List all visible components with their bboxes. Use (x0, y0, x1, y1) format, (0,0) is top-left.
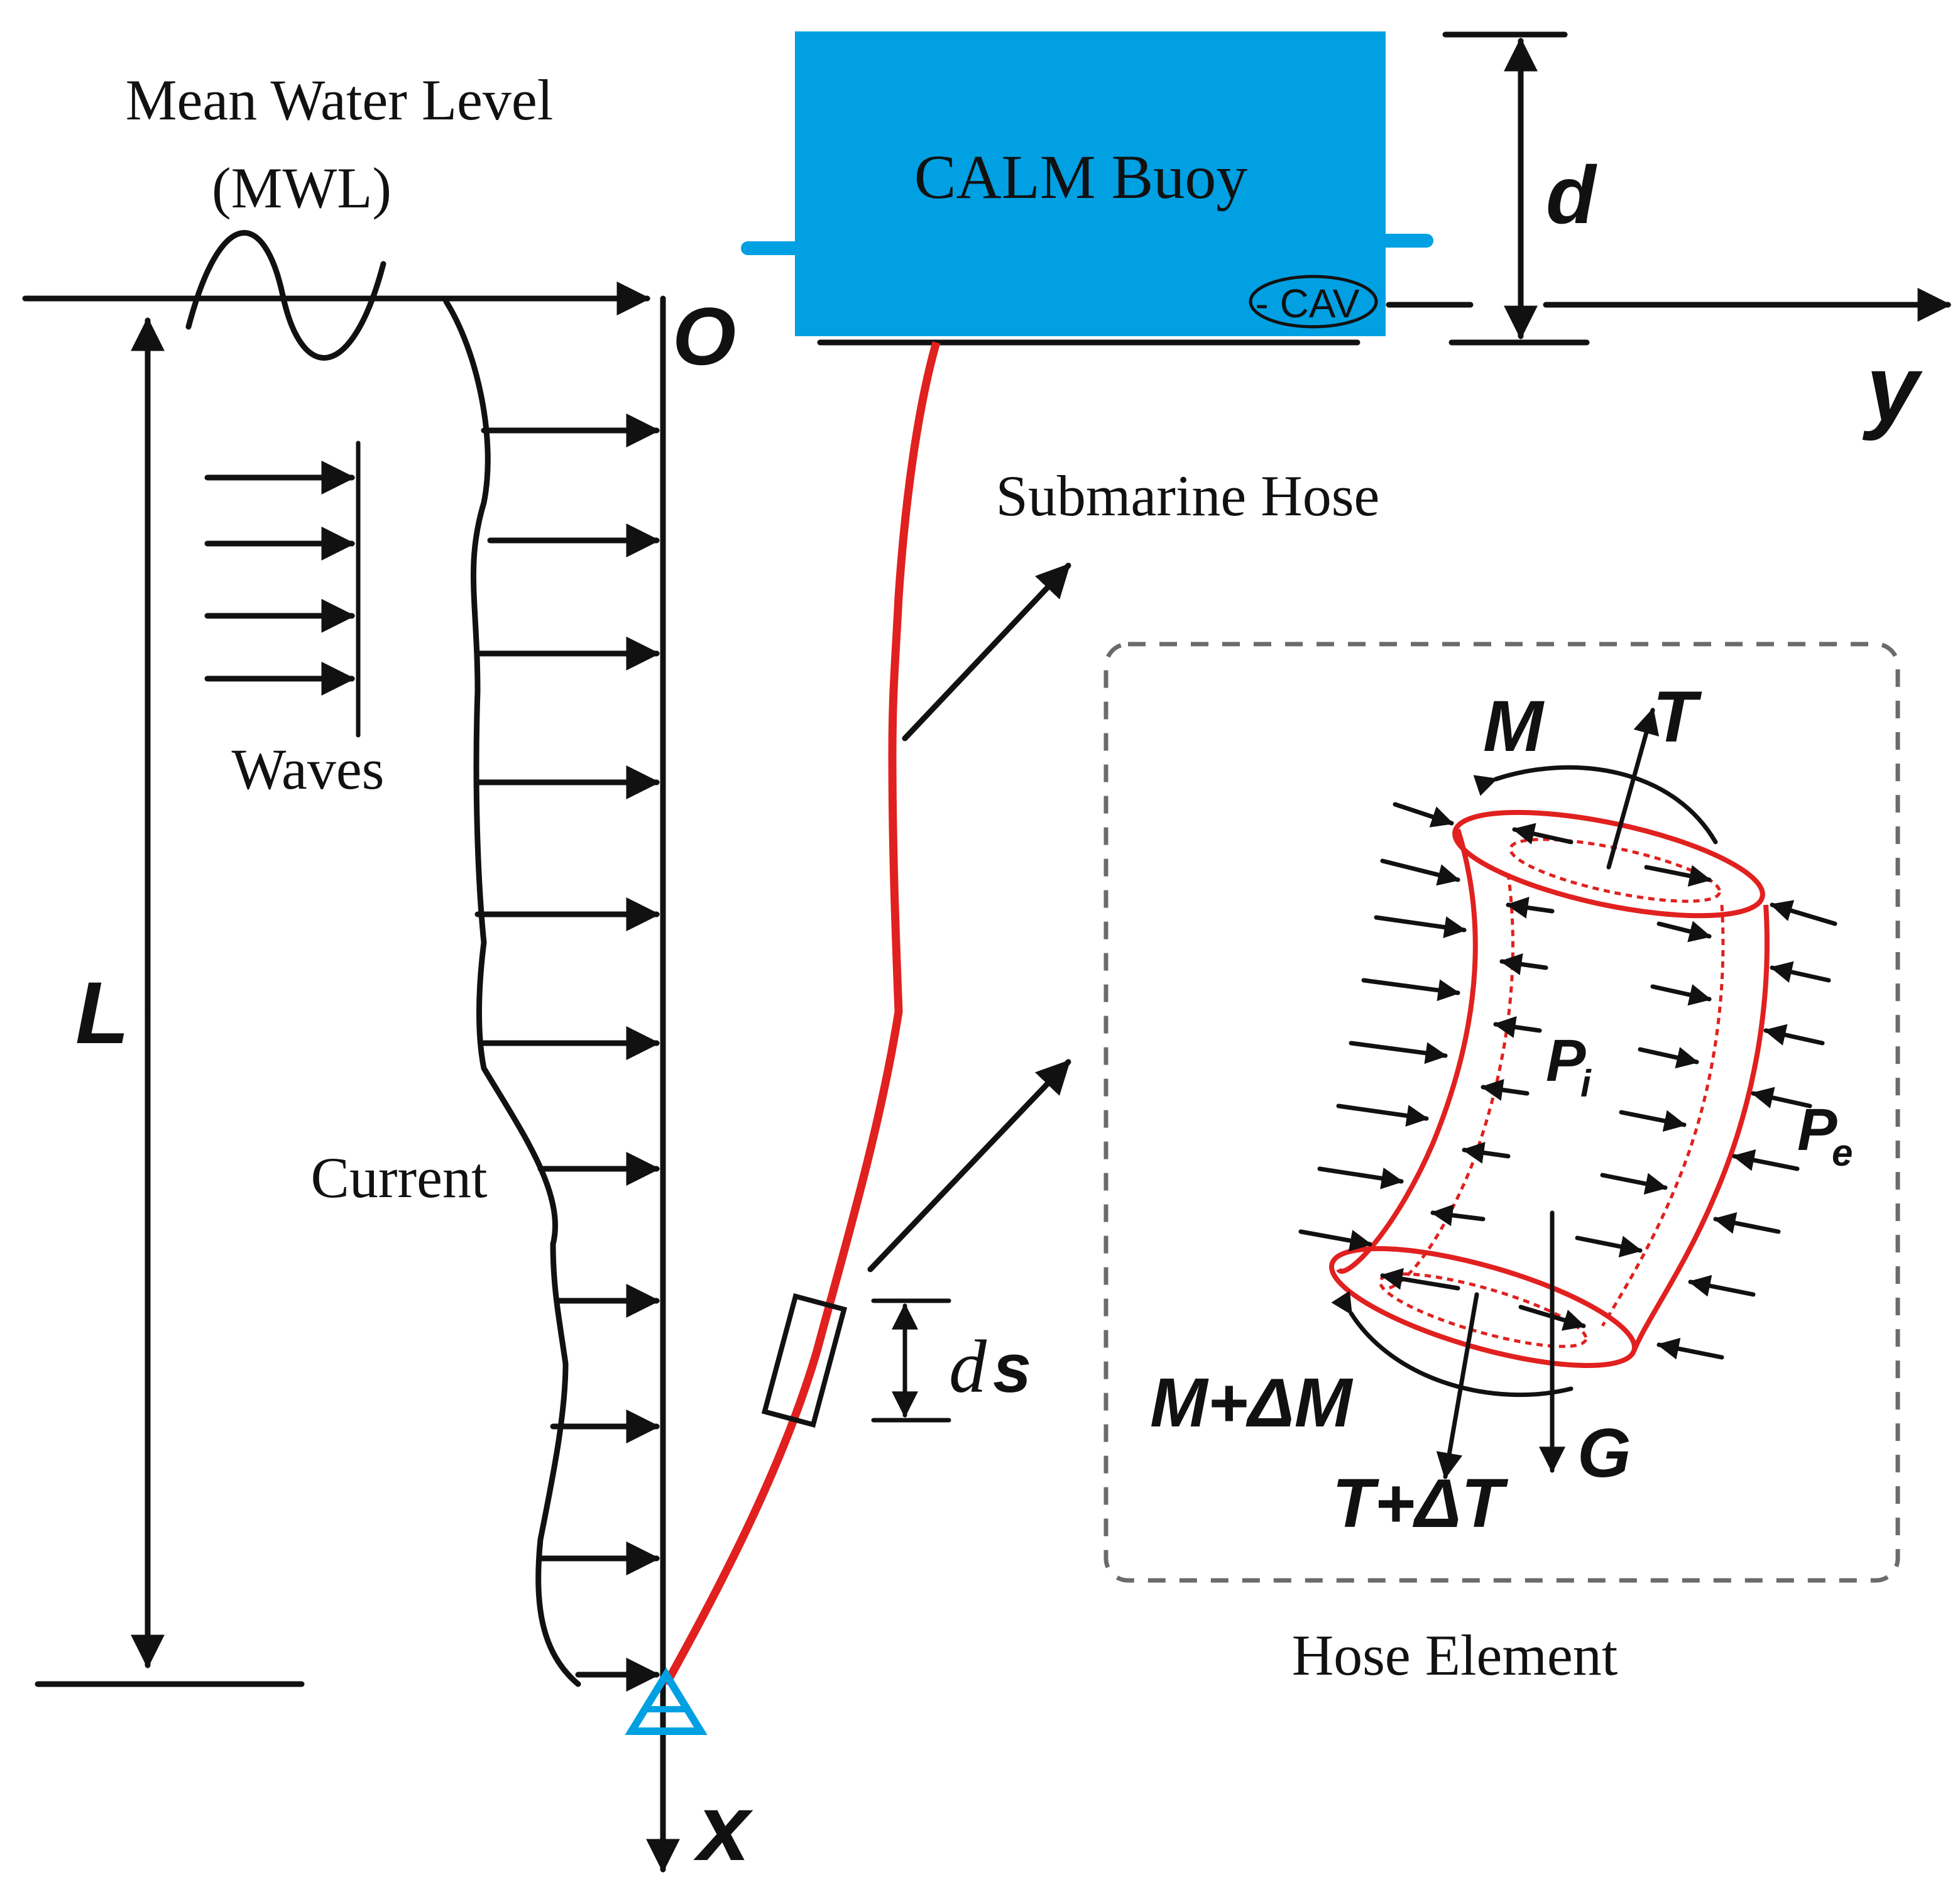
buoy-label: CALM Buoy (914, 142, 1248, 212)
ds-label-s: s (993, 1330, 1031, 1407)
y-axis-label: y (1862, 336, 1923, 441)
calm-buoy-body (795, 31, 1386, 336)
internal-pressure-subscript: i (1580, 1063, 1592, 1105)
tension-top-arrow (1606, 707, 1660, 870)
origin-label: O (672, 290, 736, 382)
top-ring-arrow-left (1512, 823, 1574, 845)
depth-label: L (75, 963, 129, 1062)
external-pressure-arrows-right (1656, 900, 1837, 1360)
tension-label: T (1653, 677, 1702, 757)
x-axis-label: x (693, 1775, 753, 1880)
internal-pressure-label: P (1546, 1027, 1586, 1094)
wave-sine-curve (185, 230, 386, 361)
moment-plus-label: M+ΔM (1150, 1364, 1354, 1442)
external-pressure-label: P (1797, 1097, 1837, 1163)
internal-pressure-arrows (1430, 897, 1712, 1257)
hose-element-marker (761, 1293, 848, 1428)
mwl-label-line1: Mean Water Level (126, 68, 554, 132)
submarine-hose-label: Submarine Hose (996, 464, 1380, 528)
submarine-hose (662, 341, 941, 1687)
tension-plus-label: T+ΔT (1332, 1465, 1508, 1542)
cav-marker-ellipse (1249, 275, 1378, 329)
mwl-label-line2: (MWL) (212, 156, 391, 220)
bottom-ring-arrow-left (1380, 1267, 1460, 1291)
cav-label: CAV (1280, 281, 1360, 326)
current-label: Current (310, 1146, 487, 1210)
moment-bottom-arc (1331, 1291, 1574, 1398)
hose-pointer-arrow-top (902, 562, 1071, 742)
hose-pointer-arrow-bottom (867, 1059, 1071, 1272)
cav-prefix-dash: - (1255, 281, 1268, 326)
anchor-triangle-icon (625, 1667, 708, 1735)
gravity-label: G (1577, 1415, 1631, 1492)
hose-element-label: Hose Element (1292, 1623, 1618, 1687)
draft-label: d (1546, 149, 1597, 241)
tension-bottom-arrow (1436, 1292, 1479, 1480)
moment-top-arc (1473, 765, 1718, 845)
hose-element-cylinder (1329, 809, 1770, 1369)
ds-label-d: d (949, 1325, 987, 1408)
waves-label: Waves (232, 737, 385, 801)
external-pressure-subscript: e (1832, 1132, 1853, 1174)
moment-label: M (1483, 686, 1545, 767)
external-pressure-arrows-left (1298, 802, 1467, 1252)
hose-element-box (1103, 642, 1900, 1583)
top-ring-arrow-right (1644, 865, 1712, 887)
current-profile-curve (443, 298, 581, 1687)
